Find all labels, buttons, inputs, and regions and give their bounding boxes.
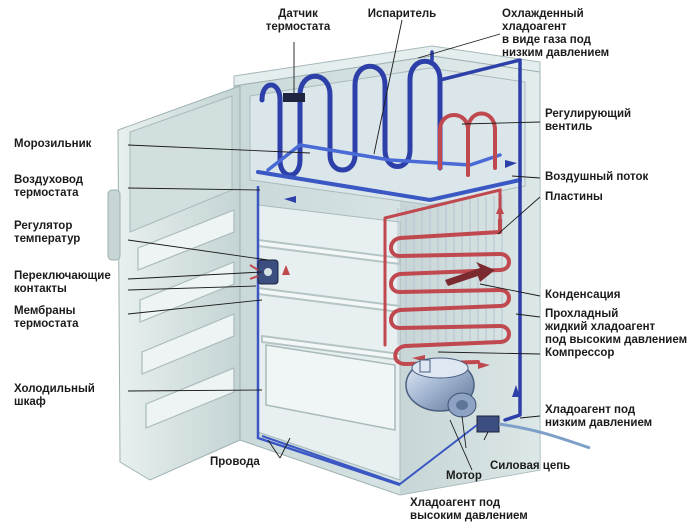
label-compressor: Компрессор — [545, 347, 615, 359]
evaporator-coil — [259, 58, 443, 178]
condenser-coil — [389, 218, 511, 366]
door-shelves — [137, 209, 235, 429]
power-cable — [498, 422, 591, 450]
suction-line — [430, 50, 522, 422]
label-freezer: Морозильник — [14, 138, 92, 150]
label-switch-contacts: Переключающие контакты — [14, 270, 111, 295]
compressor — [405, 357, 477, 418]
label-power-circuit: Силовая цепь — [490, 460, 571, 472]
door-handle — [107, 189, 121, 261]
arrow-blue-right — [505, 160, 517, 168]
label-thermostat-sensor: Датчик термостата — [265, 8, 331, 33]
arrow-red-up — [496, 204, 504, 214]
label-motor: Мотор — [446, 470, 482, 482]
label-high-pressure-refrigerant: Хладоагент под высоким давлением — [410, 497, 528, 522]
arrow-condensation — [445, 262, 495, 286]
wires-line — [261, 424, 478, 486]
crisper-drawer — [265, 344, 396, 431]
label-air-flow: Воздушный поток — [545, 171, 649, 183]
evaporator-coil-front — [266, 143, 502, 172]
label-cooled-refrigerant: Охлажденный хладоагент в виде газа под н… — [502, 8, 610, 59]
label-thermostat-membranes: Мембраны термостата — [14, 305, 79, 330]
label-regulating-valve: Регулирующий вентиль — [545, 108, 632, 133]
power-box — [476, 415, 500, 433]
label-plates: Пластины — [545, 191, 603, 203]
label-condensation: Конденсация — [545, 289, 621, 301]
thermostat-sensor-block — [283, 93, 305, 102]
arrow-red-right — [478, 362, 490, 369]
evaporator-coil-back — [256, 170, 522, 203]
arrow-red-up-small — [282, 265, 290, 275]
leader-lines — [127, 19, 541, 471]
arrow-blue-down — [512, 385, 520, 397]
label-evaporator: Испаритель — [367, 8, 437, 20]
label-low-pressure-refrigerant: Хладоагент под низким давлением — [545, 404, 653, 429]
label-temp-regulator: Регулятор температур — [14, 220, 81, 245]
label-wires: Провода — [210, 456, 260, 468]
arrow-blue-left — [284, 196, 296, 203]
label-thermostat-duct: Воздуховод термостата — [14, 174, 84, 199]
label-fridge-cabinet: Холодильный шкаф — [14, 383, 95, 408]
label-cool-liquid: Прохладный жидкий хладоагент под высоким… — [545, 308, 688, 346]
